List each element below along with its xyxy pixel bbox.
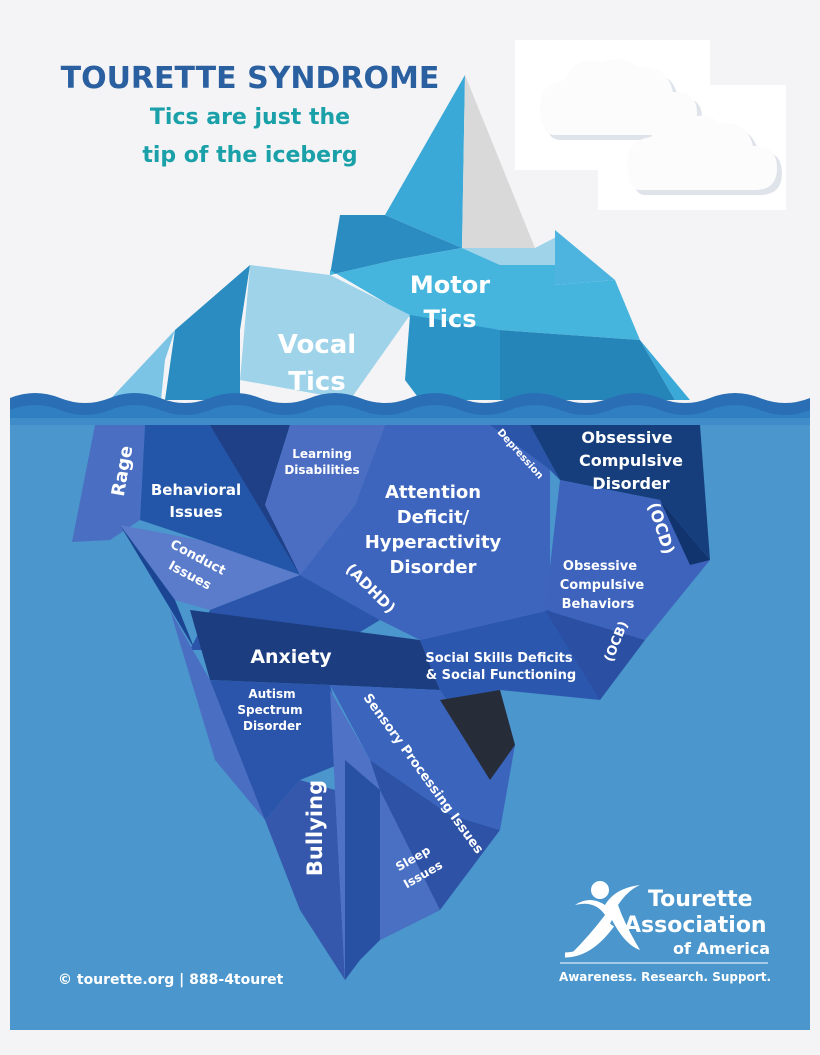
label-motor-tics-2: Tics bbox=[423, 305, 476, 333]
label-behavioral-1: Behavioral bbox=[151, 481, 241, 499]
subtitle-line-1: Tics are just the bbox=[150, 105, 350, 130]
label-ocb-1: Obsessive bbox=[563, 559, 637, 574]
footer-contact: © tourette.org | 888-4touret bbox=[58, 972, 284, 988]
waves bbox=[10, 393, 810, 425]
iceberg-underwater bbox=[72, 425, 710, 980]
org-name-line-3: of America bbox=[673, 939, 770, 958]
label-vocal-tics-1: Vocal bbox=[278, 330, 356, 360]
label-anxiety: Anxiety bbox=[250, 646, 332, 668]
label-behavioral-2: Issues bbox=[169, 503, 222, 521]
subtitle-line-2: tip of the iceberg bbox=[142, 143, 357, 168]
label-learning-1: Learning bbox=[292, 447, 352, 461]
label-adhd-1: Attention bbox=[385, 482, 481, 503]
label-learning-2: Disabilities bbox=[284, 463, 359, 477]
label-adhd-3: Hyperactivity bbox=[365, 532, 502, 553]
label-social-2: & Social Functioning bbox=[426, 668, 576, 683]
tagline: Awareness. Research. Support. bbox=[559, 970, 771, 984]
label-ocb-3: Behaviors bbox=[562, 597, 635, 612]
label-autism-2: Spectrum bbox=[237, 703, 302, 717]
label-autism-3: Disorder bbox=[243, 719, 301, 733]
tourette-association-logo-icon bbox=[564, 881, 640, 958]
page-title: TOURETTE SYNDROME bbox=[61, 61, 440, 96]
label-ocd-2: Compulsive bbox=[579, 451, 683, 470]
label-adhd-4: Disorder bbox=[389, 557, 476, 578]
org-name-line-1: Tourette bbox=[648, 887, 753, 912]
org-name-line-2: Association bbox=[624, 913, 767, 938]
label-autism-1: Autism bbox=[248, 687, 295, 701]
label-ocb-2: Compulsive bbox=[560, 578, 645, 593]
label-ocd-3: Disorder bbox=[592, 474, 669, 493]
label-motor-tics-1: Motor bbox=[410, 271, 490, 299]
cloud-icon bbox=[627, 115, 782, 195]
iceberg-tip bbox=[100, 75, 690, 410]
label-vocal-tics-2: Tics bbox=[288, 367, 346, 397]
label-ocd-1: Obsessive bbox=[581, 428, 672, 447]
label-bullying: Bullying bbox=[303, 780, 327, 876]
label-social-1: Social Skills Deficits bbox=[425, 651, 572, 666]
label-adhd-2: Deficit/ bbox=[397, 507, 470, 528]
